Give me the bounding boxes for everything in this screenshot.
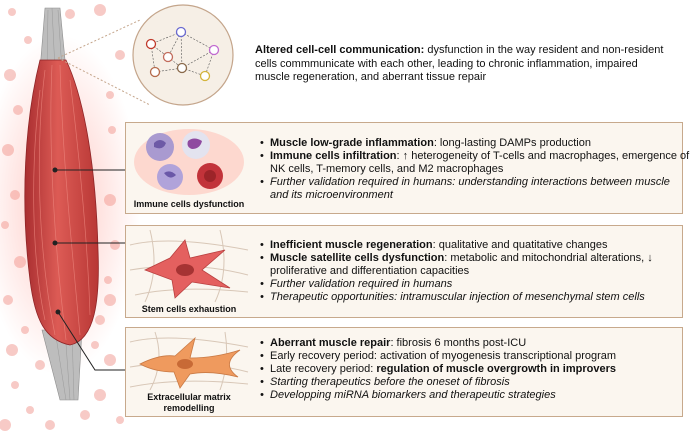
background-dot bbox=[8, 8, 16, 16]
background-dot bbox=[26, 406, 34, 414]
panel-immune-cells: Immune cells dysfunction Muscle low-grad… bbox=[125, 122, 689, 214]
top-text: dysfunction in the way resident and non-… bbox=[255, 44, 664, 83]
immune-bullets: Muscle low-grade inflammation: long-last… bbox=[256, 137, 690, 202]
immune-caption: Immune cells dysfunction bbox=[133, 199, 245, 209]
background-dot bbox=[80, 410, 90, 420]
ecm-bullets: Aberrant muscle repair: fibrosis 6 month… bbox=[256, 337, 690, 402]
connector-ecm bbox=[57, 311, 125, 371]
background-dot bbox=[116, 416, 124, 424]
background-dot bbox=[104, 354, 116, 366]
ecm-bullet-5: Developping miRNA biomarkers and therape… bbox=[260, 389, 690, 402]
muscle-belly bbox=[24, 59, 99, 346]
background-dot bbox=[6, 344, 18, 356]
background-dot bbox=[11, 381, 19, 389]
ecm-bullet-3: Late recovery period: regulation of musc… bbox=[260, 363, 690, 376]
ecm-bullet-2: Early recovery period: activation of myo… bbox=[260, 350, 690, 363]
stem-bullet-3: Further validation required in humans bbox=[260, 278, 690, 291]
fibroblast-illustration bbox=[129, 331, 249, 391]
stem-cell-illustration bbox=[129, 229, 249, 303]
panel-extracellular-matrix: Extracellular matrix remodelling Aberran… bbox=[125, 327, 683, 417]
top-term: Altered cell-cell communication: bbox=[255, 44, 425, 56]
cell-communication-circle bbox=[132, 4, 234, 106]
stem-bullet-4: Therapeutic opportunities: intramuscular… bbox=[260, 291, 690, 304]
background-dot bbox=[115, 50, 125, 60]
background-dot bbox=[45, 420, 55, 430]
background-dot bbox=[65, 9, 75, 19]
panel-stem-cells: Stem cells exhaustion Inefficient muscle… bbox=[125, 225, 683, 318]
immune-cells-illustration bbox=[134, 129, 244, 195]
background-dot bbox=[94, 4, 106, 16]
stem-bullets: Inefficient muscle regeneration: qualita… bbox=[256, 239, 690, 304]
cell-communication-description: Altered cell-cell communication: dysfunc… bbox=[255, 44, 675, 85]
stem-caption: Stem cells exhaustion bbox=[141, 304, 237, 314]
stem-bullet-1: Inefficient muscle regeneration: qualita… bbox=[260, 239, 690, 252]
ecm-caption: Extracellular matrix remodelling bbox=[147, 392, 231, 413]
background-dot bbox=[24, 36, 32, 44]
stem-bullet-2: Muscle satellite cells dysfunction: meta… bbox=[260, 252, 690, 278]
background-dot bbox=[0, 419, 11, 431]
ecm-bullet-4: Starting therapeutics before the oneset … bbox=[260, 376, 690, 389]
background-dot bbox=[94, 389, 106, 401]
immune-bullet-1: Muscle low-grade inflammation: long-last… bbox=[260, 137, 690, 150]
immune-bullet-2: Immune cells infiltration: ↑ heterogenei… bbox=[260, 150, 690, 176]
ecm-bullet-1: Aberrant muscle repair: fibrosis 6 month… bbox=[260, 337, 690, 350]
immune-bullet-3: Further validation required in humans: u… bbox=[260, 176, 690, 202]
